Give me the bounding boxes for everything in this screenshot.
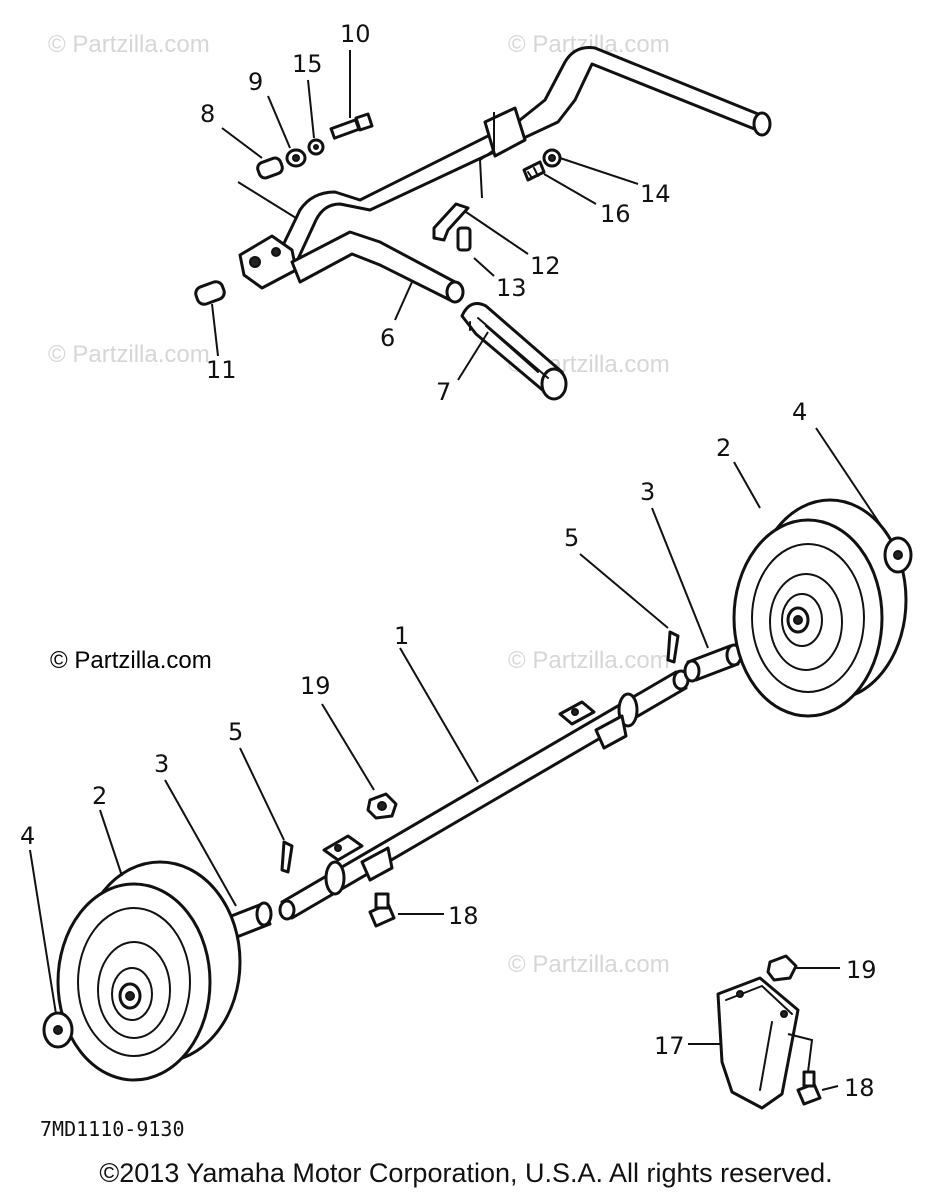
callout-18: 18 (448, 902, 479, 930)
spacer-right (683, 643, 743, 683)
bolt-18 (368, 892, 396, 928)
washer-9 (285, 148, 307, 168)
callout-5: 5 (228, 718, 243, 746)
callout-15: 15 (292, 50, 323, 78)
washer-15 (307, 138, 325, 156)
callout-2: 2 (716, 434, 731, 462)
handlebar (238, 46, 772, 304)
cotter-pin-left (280, 840, 294, 874)
watermark: © Partzilla.com (48, 341, 210, 368)
cover-17 (716, 976, 800, 1110)
callout-13: 13 (496, 274, 527, 302)
wheel-right (732, 498, 908, 718)
callout-4: 4 (792, 398, 807, 426)
callout-11: 11 (206, 356, 237, 384)
washer-left (42, 1011, 74, 1049)
nut-14 (542, 148, 562, 168)
callout-5: 5 (564, 524, 579, 552)
callout-10: 10 (340, 20, 371, 48)
callout-1: 1 (394, 622, 409, 650)
callout-3: 3 (154, 750, 169, 778)
cotter-pin-right (666, 630, 680, 664)
collar-11 (194, 280, 226, 306)
callout-8: 8 (200, 100, 215, 128)
callout-3: 3 (640, 478, 655, 506)
bolt-16 (522, 160, 546, 182)
bolt-18-cover (796, 1070, 822, 1106)
callout-7: 7 (436, 378, 451, 406)
watermark: © Partzilla.com (508, 647, 670, 674)
wheel-left (56, 860, 242, 1082)
grip (460, 302, 568, 401)
watermark-dark: © Partzilla.com (50, 647, 212, 674)
nut-19-cover (766, 954, 798, 982)
nut-19 (366, 792, 398, 820)
callout-4: 4 (20, 822, 35, 850)
axle (278, 669, 690, 921)
callout-9: 9 (248, 68, 263, 96)
collar-8 (256, 156, 284, 180)
pin-13 (456, 226, 472, 252)
copyright-notice: ©2013 Yamaha Motor Corporation, U.S.A. A… (99, 1158, 833, 1188)
callout-14: 14 (640, 180, 671, 208)
bolt-10 (329, 112, 374, 140)
callout-18: 18 (844, 1074, 875, 1102)
watermark: © Partzilla.com (508, 951, 670, 978)
watermark: © Partzilla.com (48, 31, 210, 58)
diagram-code: 7MD1110-9130 (40, 1117, 185, 1141)
callout-16: 16 (600, 200, 631, 228)
callout-12: 12 (530, 252, 561, 280)
callout-19: 19 (300, 672, 331, 700)
callout-17: 17 (654, 1032, 685, 1060)
callout-6: 6 (380, 324, 395, 352)
clip-12 (432, 202, 470, 242)
callout-2: 2 (92, 782, 107, 810)
callout-19: 19 (846, 956, 877, 984)
washer-right (883, 536, 913, 574)
